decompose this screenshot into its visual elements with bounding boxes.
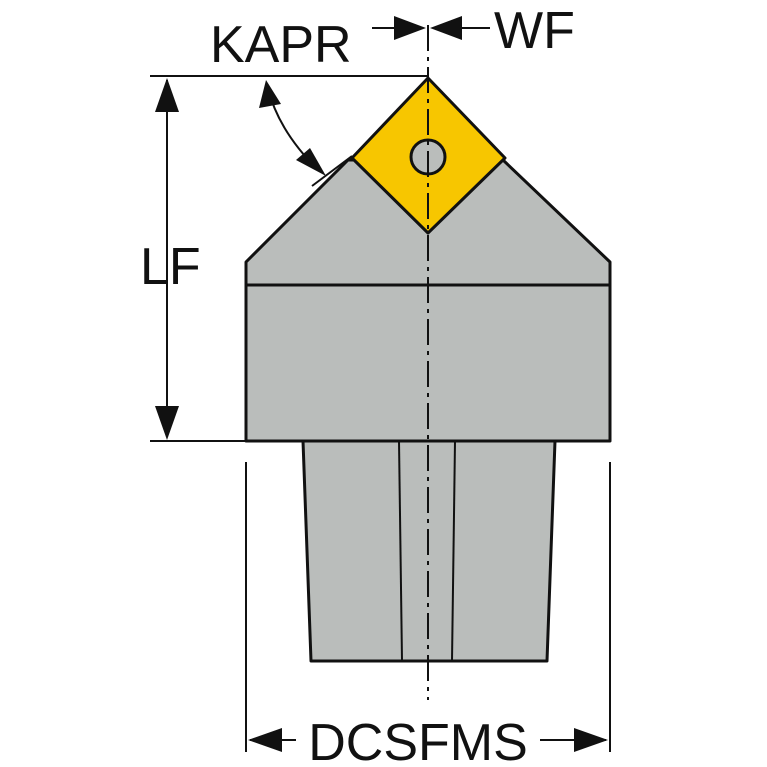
wf-label: WF [494,2,575,60]
wf-arrow-right [430,16,462,40]
dcsfms-arrow-right [574,728,608,752]
shank-groove-left [398,440,403,662]
lf-arrow-bottom [155,406,179,440]
kapr-arrow-bottom [296,148,326,176]
dcsfms-label: DCSFMS [308,714,528,767]
lf-label: LF [140,238,201,296]
shank-groove-right [451,440,456,662]
wf-arrow-left [394,16,426,40]
dcsfms-arrow-left [248,728,282,752]
kapr-arrow-top [259,80,281,108]
kapr-label: KAPR [210,16,352,74]
kapr-edge-extension [311,155,353,187]
lf-arrow-top [155,78,179,112]
